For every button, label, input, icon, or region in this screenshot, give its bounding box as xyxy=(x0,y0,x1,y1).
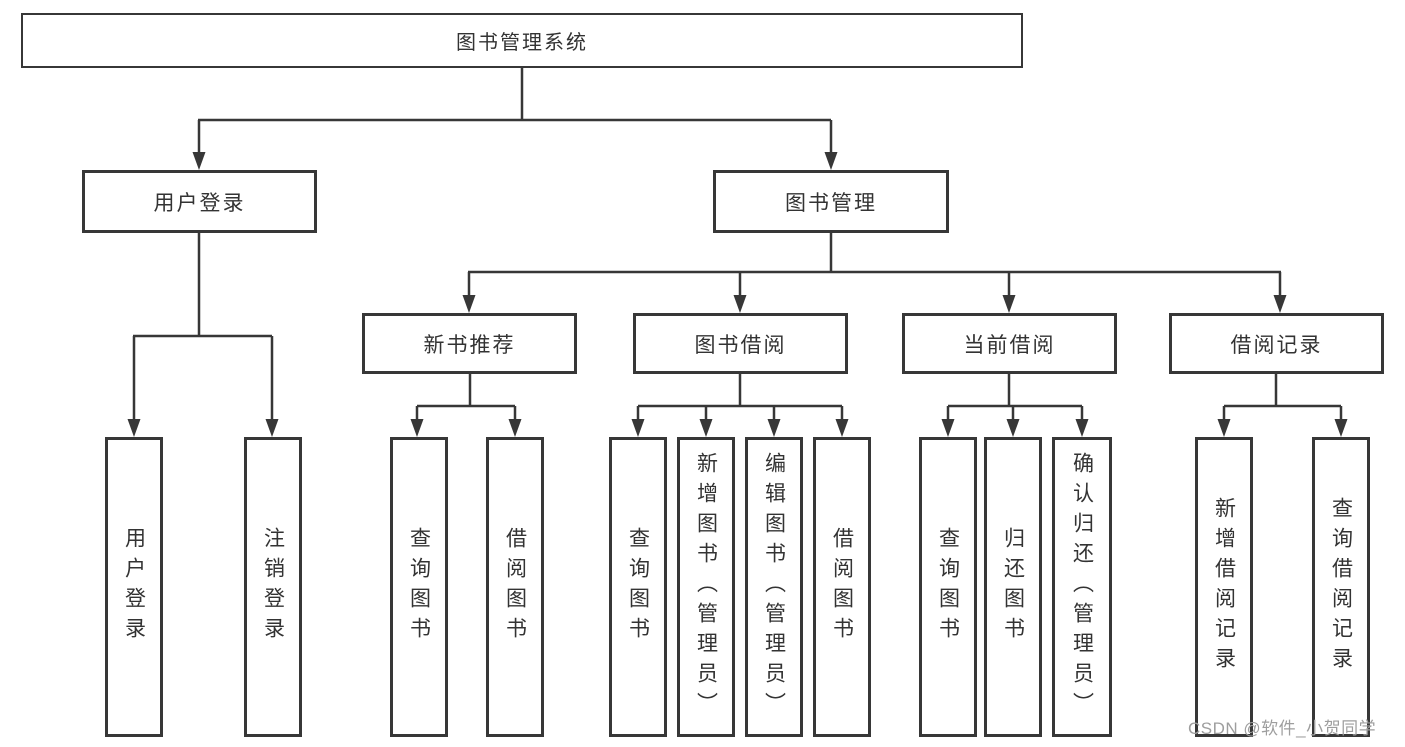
leaf-label: 新增图书（管理员） xyxy=(694,452,718,722)
leaf-label: 查询图书 xyxy=(626,527,650,647)
leaf-user-login: 用户登录 xyxy=(105,437,163,737)
leaf-label: 确认归还（管理员） xyxy=(1070,452,1094,722)
leaf-add-borrow-record: 新增借阅记录 xyxy=(1195,437,1253,737)
node-book-borrow: 图书借阅 xyxy=(633,313,848,374)
leaf-borrow-books-recommend: 借阅图书 xyxy=(486,437,544,737)
leaf-label: 借阅图书 xyxy=(830,527,854,647)
leaf-query-borrow-record: 查询借阅记录 xyxy=(1312,437,1370,737)
leaf-label: 查询图书 xyxy=(936,527,960,647)
leaf-logout: 注销登录 xyxy=(244,437,302,737)
leaf-return-books: 归还图书 xyxy=(984,437,1042,737)
leaf-label: 用户登录 xyxy=(122,527,146,647)
leaf-add-books-admin: 新增图书（管理员） xyxy=(677,437,735,737)
leaf-confirm-return-admin: 确认归还（管理员） xyxy=(1052,437,1112,737)
node-book-management: 图书管理 xyxy=(713,170,949,233)
leaf-query-books-current: 查询图书 xyxy=(919,437,977,737)
leaf-edit-books-admin: 编辑图书（管理员） xyxy=(745,437,803,737)
csdn-watermark: CSDN @软件_小贺同学 xyxy=(1188,719,1377,738)
node-library-management-system: 图书管理系统 xyxy=(21,13,1023,68)
leaf-query-books-borrow: 查询图书 xyxy=(609,437,667,737)
leaf-label: 归还图书 xyxy=(1001,527,1025,647)
node-current-borrow: 当前借阅 xyxy=(902,313,1117,374)
leaf-label: 查询借阅记录 xyxy=(1329,497,1353,677)
leaf-label: 注销登录 xyxy=(261,527,285,647)
node-user-login: 用户登录 xyxy=(82,170,317,233)
node-new-book-recommend: 新书推荐 xyxy=(362,313,577,374)
leaf-label: 查询图书 xyxy=(407,527,431,647)
node-borrow-record: 借阅记录 xyxy=(1169,313,1384,374)
leaf-label: 借阅图书 xyxy=(503,527,527,647)
leaf-borrow-books: 借阅图书 xyxy=(813,437,871,737)
leaf-label: 新增借阅记录 xyxy=(1212,497,1236,677)
leaf-query-books-recommend: 查询图书 xyxy=(390,437,448,737)
leaf-label: 编辑图书（管理员） xyxy=(762,452,786,722)
